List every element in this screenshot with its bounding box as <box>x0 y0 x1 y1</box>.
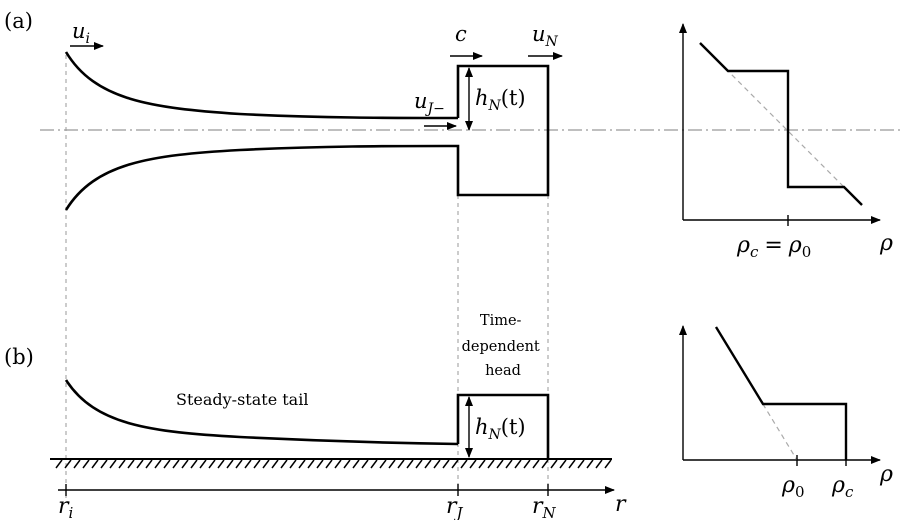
hatch-stroke <box>190 459 198 469</box>
hatch-stroke <box>118 459 126 469</box>
hn-label-a: hN(t) <box>475 86 526 114</box>
panel-b-label: (b) <box>4 345 34 369</box>
hatch-stroke <box>352 459 360 469</box>
graph-b-tick-rho0-label: ρ0 <box>781 473 804 501</box>
panel-a-label: (a) <box>4 9 33 33</box>
ui-label: ui <box>72 19 90 47</box>
head-rectangle-b <box>456 393 550 459</box>
graph-b-profile <box>714 326 848 460</box>
hatch-stroke <box>379 459 387 469</box>
hatch-stroke <box>253 459 261 469</box>
hatch-stroke <box>316 459 324 469</box>
tail-curve-b <box>64 379 459 446</box>
hatch-stroke <box>172 459 180 469</box>
graph-b-x-label: ρ <box>879 462 893 487</box>
hatch-stroke <box>325 459 333 469</box>
c-label: c <box>455 22 467 46</box>
hatch-stroke <box>55 459 63 469</box>
hatch-stroke <box>217 459 225 469</box>
hatch-stroke <box>523 459 531 469</box>
density-graph-b: ρ0 ρc ρ <box>679 325 893 501</box>
hatch-stroke <box>73 459 81 469</box>
graph-a-tick-label: ρc=ρ0 <box>736 233 811 261</box>
graph-b-tick-rhoc-label: ρc <box>831 473 854 501</box>
ri-label: ri <box>58 494 74 520</box>
head-rectangle-a <box>446 64 550 197</box>
r-label: r <box>615 492 627 517</box>
rj-label: rJ <box>446 494 464 520</box>
hatch-stroke <box>109 459 117 469</box>
hatch-stroke <box>82 459 90 469</box>
graph-a-profile <box>699 42 863 206</box>
graph-b-linear-reference <box>715 326 798 461</box>
hatch-stroke <box>388 459 396 469</box>
hatch-stroke <box>163 459 171 469</box>
hatch-stroke <box>127 459 135 469</box>
hatch-stroke <box>298 459 306 469</box>
hatch-stroke <box>550 459 558 469</box>
r-axis: ri rJ rN r <box>58 484 627 520</box>
hatch-stroke <box>397 459 405 469</box>
panel-b: (b) Steady-state tail Time- dependent he… <box>4 313 893 501</box>
hatch-stroke <box>334 459 342 469</box>
hatch-stroke <box>469 459 477 469</box>
hatch-stroke <box>460 459 468 469</box>
hatch-stroke <box>64 459 72 469</box>
hatch-stroke <box>235 459 243 469</box>
un-label: uN <box>532 22 559 50</box>
hatch-stroke <box>145 459 153 469</box>
hatch-stroke <box>595 459 603 469</box>
time-dependent-head-label: Time- dependent head <box>462 313 545 379</box>
hatch-stroke <box>343 459 351 469</box>
graph-a-x-label: ρ <box>879 231 893 256</box>
hatch-stroke <box>433 459 441 469</box>
tail-lower-curve <box>64 144 447 211</box>
hatch-stroke <box>577 459 585 469</box>
hn-label-b: hN(t) <box>475 415 526 443</box>
hatch-stroke <box>451 459 459 469</box>
hatch-stroke <box>424 459 432 469</box>
hatch-stroke <box>262 459 270 469</box>
hatch-stroke <box>568 459 576 469</box>
hatch-stroke <box>181 459 189 469</box>
hatch-stroke <box>361 459 369 469</box>
hatch-stroke <box>100 459 108 469</box>
hatch-stroke <box>487 459 495 469</box>
hatch-stroke <box>154 459 162 469</box>
hatch-stroke <box>226 459 234 469</box>
density-graph-a: ρc=ρ0 ρ <box>679 23 893 261</box>
hatch-stroke <box>415 459 423 469</box>
hatch-stroke <box>307 459 315 469</box>
uj-label: uJ− <box>414 89 445 117</box>
tail-upper-curve <box>64 51 459 120</box>
ground-hatching <box>55 459 612 469</box>
hatch-stroke <box>370 459 378 469</box>
hatch-stroke <box>136 459 144 469</box>
hatch-stroke <box>289 459 297 469</box>
hatch-stroke <box>604 459 612 469</box>
hatch-stroke <box>199 459 207 469</box>
hatch-stroke <box>406 459 414 469</box>
hatch-stroke <box>532 459 540 469</box>
steady-state-tail-label: Steady-state tail <box>176 390 308 409</box>
hatch-stroke <box>91 459 99 469</box>
hatch-stroke <box>586 459 594 469</box>
hatch-stroke <box>559 459 567 469</box>
rn-label: rN <box>532 494 557 520</box>
hatch-stroke <box>514 459 522 469</box>
hatch-stroke <box>442 459 450 469</box>
hatch-stroke <box>505 459 513 469</box>
hatch-stroke <box>478 459 486 469</box>
hatch-stroke <box>280 459 288 469</box>
hatch-stroke <box>541 459 549 469</box>
hatch-stroke <box>244 459 252 469</box>
panel-a: (a) ui c uN uJ− hN(t) <box>4 9 900 498</box>
hatch-stroke <box>208 459 216 469</box>
hatch-stroke <box>271 459 279 469</box>
hatch-stroke <box>496 459 504 469</box>
